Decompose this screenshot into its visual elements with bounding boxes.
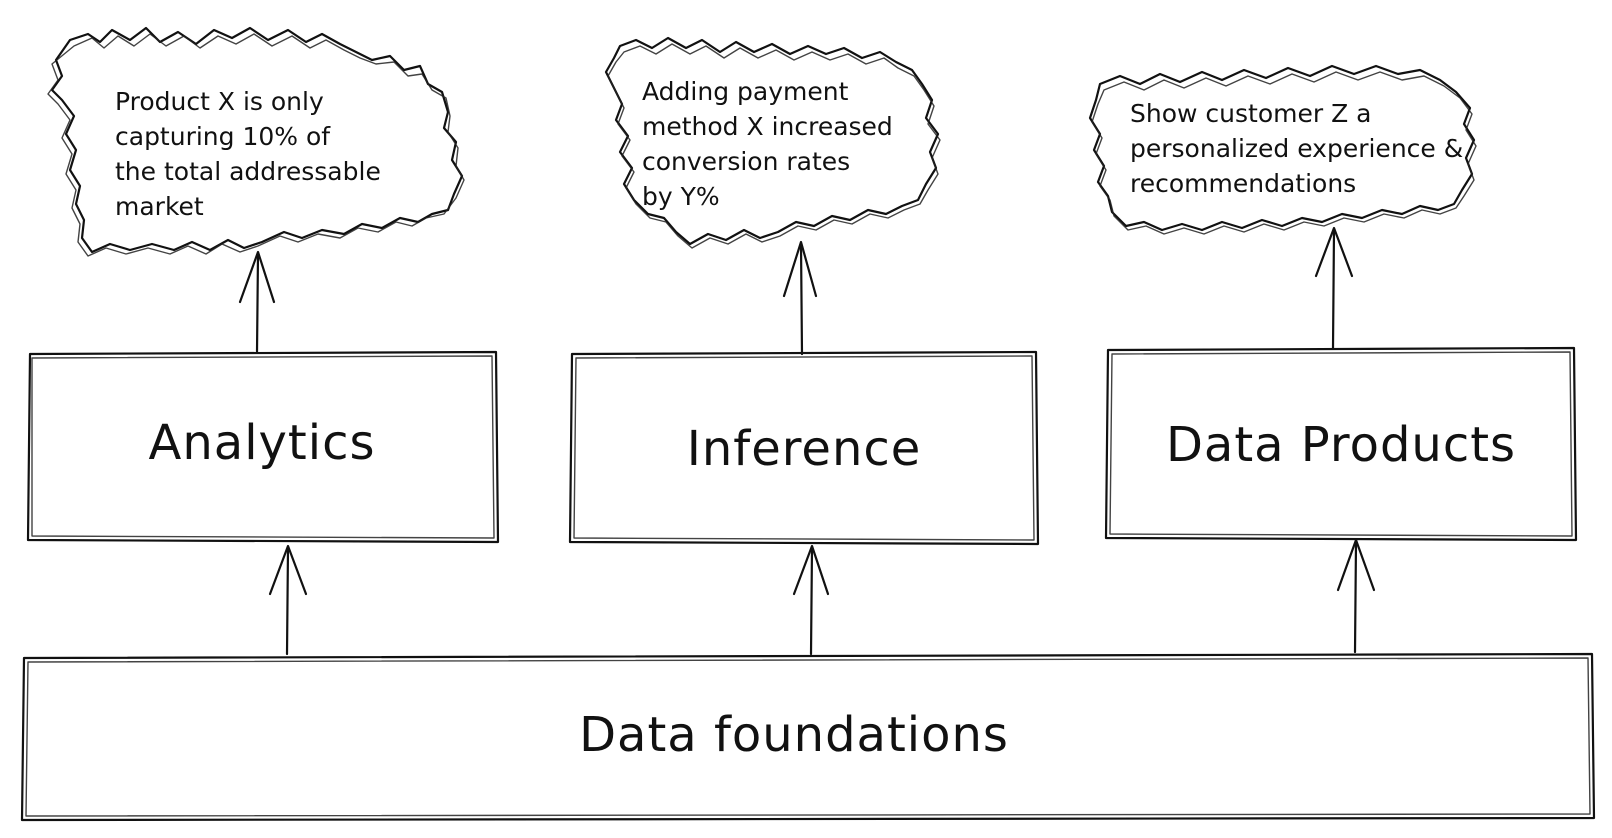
arrow-foundation-to-data-products bbox=[1336, 538, 1376, 654]
inference-cloud-line-3: conversion rates bbox=[642, 147, 850, 176]
analytics-box: Analytics bbox=[26, 350, 500, 544]
inference-box: Inference bbox=[568, 350, 1040, 546]
data-products-cloud-line-1: Show customer Z a bbox=[1130, 99, 1371, 128]
inference-label: Inference bbox=[687, 421, 922, 477]
data-products-box: Data Products bbox=[1104, 346, 1578, 542]
analytics-label: Analytics bbox=[149, 415, 376, 471]
arrow-analytics-to-cloud bbox=[238, 250, 276, 354]
inference-cloud-line-1: Adding payment bbox=[642, 77, 849, 106]
analytics-insight-cloud: Product X is only capturing 10% of the t… bbox=[47, 26, 465, 257]
arrow-data-products-to-cloud bbox=[1314, 226, 1354, 350]
arrow-inference-to-cloud bbox=[782, 240, 818, 356]
arrow-foundation-to-analytics bbox=[268, 544, 308, 656]
analytics-cloud-line-3: the total addressable bbox=[115, 157, 381, 186]
data-products-cloud-line-3: recommendations bbox=[1130, 169, 1356, 198]
inference-insight-cloud: Adding payment method X increased conver… bbox=[604, 36, 941, 249]
data-products-label: Data Products bbox=[1166, 417, 1516, 473]
data-products-cloud-line-2: personalized experience & bbox=[1130, 134, 1463, 163]
data-foundations-box: Data foundations bbox=[20, 652, 1596, 822]
arrow-foundation-to-inference bbox=[792, 544, 830, 656]
analytics-cloud-line-4: market bbox=[115, 192, 204, 221]
inference-cloud-line-2: method X increased bbox=[642, 112, 893, 141]
analytics-cloud-line-2: capturing 10% of bbox=[115, 122, 331, 151]
data-foundations-label: Data foundations bbox=[579, 707, 1009, 763]
analytics-cloud-line-1: Product X is only bbox=[115, 87, 324, 116]
data-products-insight-cloud: Show customer Z a personalized experienc… bbox=[1088, 64, 1477, 235]
inference-cloud-line-4: by Y% bbox=[642, 182, 720, 211]
